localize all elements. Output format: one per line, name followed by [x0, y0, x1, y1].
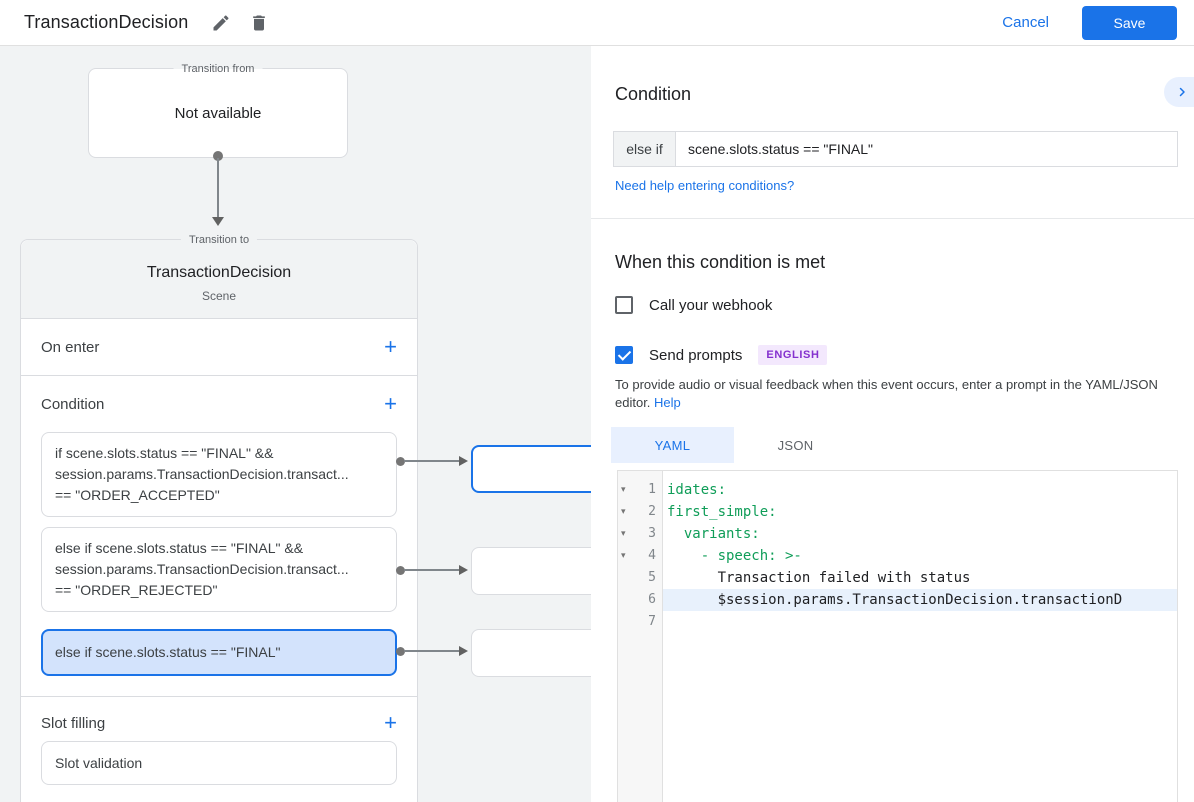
condition-item-rejected[interactable]: else if scene.slots.status == "FINAL" &&… [41, 527, 397, 612]
chevron-right-icon [1179, 87, 1185, 97]
condition-text: else if scene.slots.status == "FINAL" && [55, 540, 304, 556]
connector-arrowhead [459, 646, 468, 656]
panel-divider [591, 218, 1194, 219]
call-webhook-label: Call your webhook [649, 296, 773, 314]
code-line[interactable]: first_simple: [667, 504, 777, 520]
connector-dot [213, 151, 223, 161]
connector-line [217, 158, 219, 218]
transition-from-value: Not available [174, 104, 262, 122]
connector-line [404, 569, 460, 571]
prompts-description-text: To provide audio or visual feedback when… [615, 377, 1158, 410]
conditions-help-link[interactable]: Need help entering conditions? [615, 178, 795, 193]
condition-item-final-selected[interactable]: else if scene.slots.status == "FINAL" [41, 629, 397, 676]
panel-title: Condition [615, 84, 692, 104]
cancel-button[interactable]: Cancel [1002, 14, 1049, 31]
topbar: TransactionDecision Cancel Save [0, 0, 1194, 46]
connector-arrowhead [459, 565, 468, 575]
transition-target-node[interactable] [471, 547, 591, 595]
condition-expression-group: else if [613, 131, 1178, 167]
code-line[interactable]: variants: [667, 526, 760, 542]
collapse-panel-button[interactable] [1164, 77, 1194, 107]
send-prompts-row: Send prompts ENGLISH [615, 345, 828, 365]
connector-dot [396, 457, 405, 466]
call-webhook-row: Call your webhook [615, 296, 772, 314]
add-slot-icon[interactable]: + [384, 710, 397, 735]
editor-gutter: ▾ 1 ▾ 2 ▾ 3 ▾ 4 5 6 7 [618, 471, 663, 802]
line-number: 2 [648, 504, 656, 519]
fold-toggle-icon[interactable]: ▾ [621, 528, 626, 538]
code-line-highlighted[interactable]: $session.params.TransactionDecision.tran… [663, 589, 1177, 611]
condition-expression-input[interactable] [676, 132, 1177, 166]
tab-yaml[interactable]: YAML [611, 427, 734, 463]
line-number: 7 [648, 614, 656, 629]
add-condition-icon[interactable]: + [384, 391, 397, 416]
condition-prefix-label: else if [614, 132, 676, 166]
delete-icon[interactable] [246, 10, 272, 36]
on-enter-section: On enter + [21, 319, 417, 376]
transition-target-node[interactable] [471, 445, 591, 493]
topbar-actions: Cancel Save [1002, 5, 1194, 40]
condition-text: session.params.TransactionDecision.trans… [55, 561, 349, 577]
line-number: 5 [648, 570, 656, 585]
transition-from-legend: Transition from [173, 62, 263, 76]
save-button[interactable]: Save [1082, 5, 1177, 40]
send-prompts-checkbox[interactable] [615, 346, 633, 364]
fold-toggle-icon[interactable]: ▾ [621, 484, 626, 494]
transition-target-node[interactable] [471, 629, 591, 677]
scene-card-header: TransactionDecision Scene [21, 240, 417, 319]
line-number: 3 [648, 526, 656, 541]
send-prompts-label: Send prompts [649, 346, 743, 364]
slot-filling-header: Slot filling + [21, 697, 417, 735]
line-number: 6 [648, 592, 656, 607]
prompt-code-editor[interactable]: ▾ 1 ▾ 2 ▾ 3 ▾ 4 5 6 7 idates: first_simple: … [617, 470, 1178, 802]
scene-name: TransactionDecision [146, 264, 292, 281]
connector-line [404, 460, 460, 462]
page-title: TransactionDecision [24, 12, 189, 32]
language-badge: ENGLISH [758, 345, 828, 365]
slot-filling-label: Slot filling [41, 714, 106, 732]
transition-from-box: Transition from Not available [88, 62, 348, 158]
slot-filling-section: Slot filling + Slot validation [21, 697, 417, 785]
code-line[interactable]: Transaction failed with status [667, 570, 971, 586]
condition-text: if scene.slots.status == "FINAL" && [55, 445, 274, 461]
condition-text: == "ORDER_ACCEPTED" [55, 487, 220, 503]
connector-arrowhead [212, 217, 224, 226]
edit-icon[interactable] [208, 10, 234, 36]
fold-toggle-icon[interactable]: ▾ [621, 550, 626, 560]
editor-format-tabs: YAML JSON [611, 427, 857, 463]
transition-to-card: Transition to TransactionDecision Scene … [20, 233, 418, 802]
condition-text: else if scene.slots.status == "FINAL" [55, 644, 281, 660]
connector-line [404, 650, 460, 652]
condition-section-header: Condition + [21, 376, 417, 416]
prompts-description: To provide audio or visual feedback when… [615, 376, 1185, 411]
line-number: 1 [648, 482, 656, 497]
when-condition-met-heading: When this condition is met [615, 252, 826, 272]
condition-text: session.params.TransactionDecision.trans… [55, 466, 349, 482]
condition-text: == "ORDER_REJECTED" [55, 582, 218, 598]
scene-type-label: Scene [201, 289, 237, 303]
condition-detail-panel: Condition else if Need help entering con… [591, 46, 1194, 802]
on-enter-label: On enter [41, 338, 100, 356]
code-line[interactable]: idates: [667, 482, 727, 498]
condition-label: Condition [41, 395, 105, 413]
connector-dot [396, 647, 405, 656]
line-number: 4 [648, 548, 656, 563]
connector-arrowhead [459, 456, 468, 466]
condition-section: Condition + if scene.slots.status == "FI… [21, 376, 417, 697]
transition-to-legend: Transition to [180, 233, 258, 247]
tab-json[interactable]: JSON [734, 427, 857, 463]
help-link[interactable]: Help [654, 394, 681, 410]
flow-canvas: Transition from Not available Transition… [0, 46, 591, 802]
code-line[interactable] [663, 611, 1177, 633]
editor-code-area[interactable]: idates: first_simple: variants: - speech… [663, 471, 1177, 802]
code-line[interactable]: - speech: >- [667, 548, 802, 564]
condition-item-accepted[interactable]: if scene.slots.status == "FINAL" && sess… [41, 432, 397, 517]
connector-dot [396, 566, 405, 575]
fold-toggle-icon[interactable]: ▾ [621, 506, 626, 516]
call-webhook-checkbox[interactable] [615, 296, 633, 314]
add-on-enter-icon[interactable]: + [384, 334, 397, 359]
slot-validation-item[interactable]: Slot validation [41, 741, 397, 785]
